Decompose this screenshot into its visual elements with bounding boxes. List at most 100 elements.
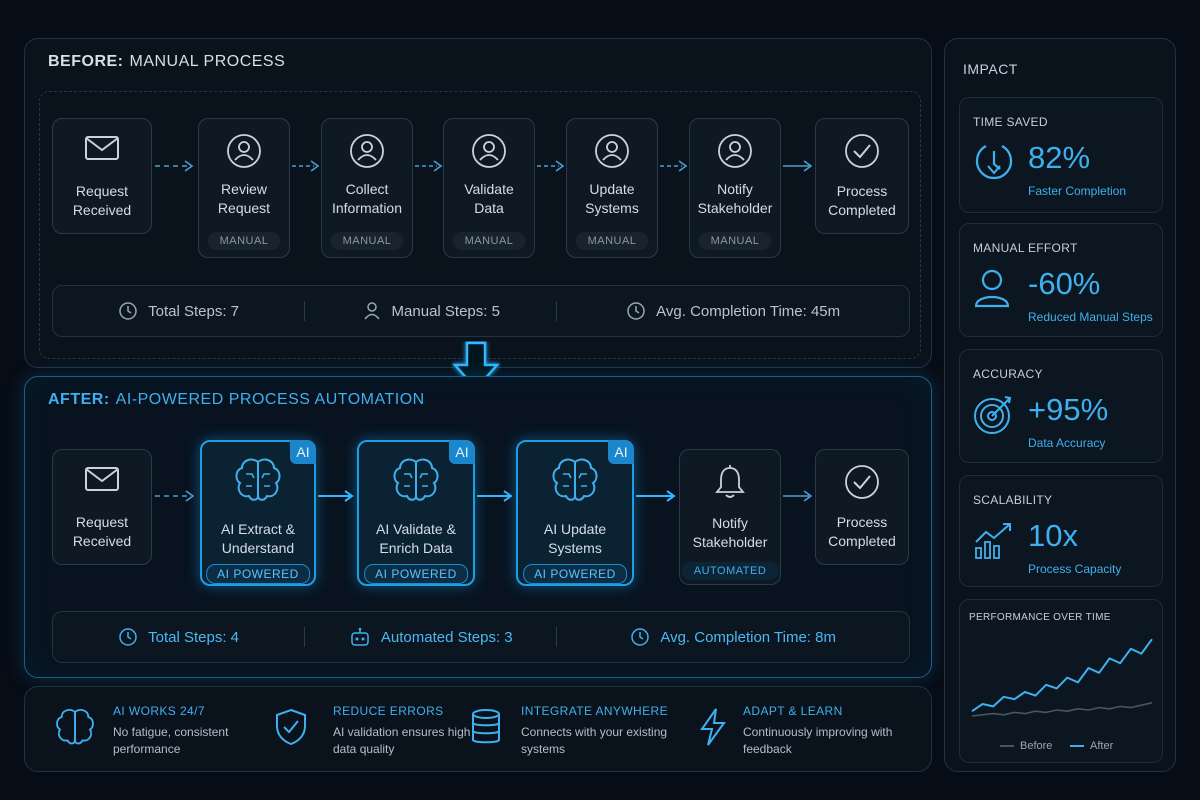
flow-arrow-icon: [477, 490, 513, 502]
benefit-integrate: INTEGRATE ANYWHERE Connects with your ex…: [468, 687, 688, 773]
ai-powered-tag: AI POWERED: [523, 564, 627, 584]
user-icon: [444, 133, 534, 173]
lightning-icon: [700, 708, 726, 746]
user-icon: [690, 133, 780, 173]
before-step-notify-stakeholder[interactable]: Notify Stakeholder MANUAL: [689, 118, 781, 258]
brain-icon: [359, 456, 473, 501]
after-step-ai-extract[interactable]: AI AI Extract & Understand AI POWERED: [200, 440, 316, 586]
brain-icon: [56, 709, 94, 745]
flow-arrow-icon: [292, 160, 320, 172]
performance-plot: [971, 638, 1153, 717]
flow-arrow-icon: [155, 160, 194, 172]
series-line-before: [971, 702, 1153, 717]
check-circle-icon: [816, 133, 908, 173]
step-label: Review Request: [217, 181, 271, 216]
user-icon: [567, 133, 657, 173]
manual-tag: MANUAL: [207, 232, 281, 250]
metric-scalability: SCALABILITY 10x Process Capacity: [959, 475, 1163, 587]
step-label: AI Extract & Understand: [221, 521, 295, 556]
user-icon: [322, 133, 412, 173]
flow-arrow-icon: [318, 490, 354, 502]
after-step-request-received[interactable]: Request Received: [52, 449, 152, 565]
growth-chart-icon: [975, 523, 1011, 559]
database-icon: [472, 709, 500, 744]
before-title: BEFORE:MANUAL PROCESS: [48, 53, 286, 70]
after-step-ai-update[interactable]: AI AI Update Systems AI POWERED: [516, 440, 634, 586]
benefits-panel: AI WORKS 24/7 No fatigue, consistent per…: [24, 686, 932, 772]
clock-down-icon: [975, 145, 1013, 180]
after-step-notify-stakeholder[interactable]: Notify Stakeholder AUTOMATED: [679, 449, 781, 585]
step-label: Process Completed: [828, 183, 896, 218]
automated-tag: AUTOMATED: [681, 562, 779, 580]
ai-badge: AI: [608, 440, 634, 464]
user-icon: [974, 269, 1010, 308]
before-panel: BEFORE:MANUAL PROCESS Request Received R…: [24, 38, 932, 368]
metric-manual-effort: MANUAL EFFORT -60% Reduced Manual Steps: [959, 223, 1163, 337]
ai-badge: AI: [449, 440, 475, 464]
metric-time-saved: TIME SAVED 82% Faster Completion: [959, 97, 1163, 213]
after-title: AFTER:AI-POWERED PROCESS AUTOMATION: [48, 391, 425, 408]
total-steps-stat: Total Steps: 4: [53, 627, 304, 647]
user-icon: [199, 133, 289, 173]
ai-powered-tag: AI POWERED: [364, 564, 468, 584]
after-stats-bar: Total Steps: 4 Automated Steps: 3 Avg. C…: [52, 611, 910, 663]
step-label: Notify Stakeholder: [697, 181, 773, 216]
mail-icon: [53, 464, 151, 504]
step-label: Update Systems: [585, 181, 639, 216]
clock-icon: [627, 302, 645, 320]
ai-powered-tag: AI POWERED: [206, 564, 310, 584]
automated-steps-stat: Automated Steps: 3: [305, 627, 556, 647]
ai-badge: AI: [290, 440, 316, 464]
step-label: Notify Stakeholder: [692, 515, 768, 550]
impact-panel: IMPACT TIME SAVED 82% Faster Completion …: [944, 38, 1176, 772]
total-steps-stat: Total Steps: 7: [53, 301, 304, 321]
after-step-ai-validate[interactable]: AI AI Validate & Enrich Data AI POWERED: [357, 440, 475, 586]
step-label: Collect Information: [331, 181, 403, 216]
flow-arrow-icon: [537, 160, 565, 172]
flow-arrow-icon: [783, 490, 813, 502]
robot-icon: [351, 627, 369, 646]
before-step-validate-data[interactable]: Validate Data MANUAL: [443, 118, 535, 258]
metric-accuracy: ACCURACY +95% Data Accuracy: [959, 349, 1163, 463]
series-line-after: [971, 638, 1153, 713]
step-label: Process Completed: [828, 514, 896, 549]
mail-icon: [53, 133, 151, 173]
clock-icon: [119, 302, 137, 320]
before-step-collect-information[interactable]: Collect Information MANUAL: [321, 118, 413, 258]
legend-after: After: [1070, 740, 1113, 752]
target-icon: [974, 396, 1012, 434]
flow-arrow-icon: [783, 160, 813, 172]
before-step-process-completed[interactable]: Process Completed: [815, 118, 909, 234]
flow-arrow-icon: [636, 490, 676, 502]
manual-steps-stat: Manual Steps: 5: [305, 301, 556, 321]
flow-arrow-icon: [660, 160, 688, 172]
clock-icon: [631, 628, 650, 646]
manual-tag: MANUAL: [330, 232, 404, 250]
before-step-request-received[interactable]: Request Received: [52, 118, 152, 234]
benefit-ai-works: AI WORKS 24/7 No fatigue, consistent per…: [53, 687, 253, 773]
before-step-update-systems[interactable]: Update Systems MANUAL: [566, 118, 658, 258]
impact-title: IMPACT: [963, 61, 1018, 77]
step-label: Request Received: [72, 514, 132, 549]
manual-tag: MANUAL: [452, 232, 526, 250]
clock-icon: [119, 628, 137, 646]
step-label: AI Validate & Enrich Data: [376, 521, 456, 556]
chart-title: PERFORMANCE OVER TIME: [969, 612, 1111, 623]
check-circle-icon: [816, 464, 908, 504]
after-step-process-completed[interactable]: Process Completed: [815, 449, 909, 565]
step-label: Validate Data: [464, 181, 514, 216]
performance-chart: PERFORMANCE OVER TIME Before After: [959, 599, 1163, 763]
flow-arrow-icon: [415, 160, 443, 172]
benefit-reduce-errors: REDUCE ERRORS AI validation ensures high…: [273, 687, 473, 773]
user-icon: [363, 302, 380, 320]
manual-tag: MANUAL: [698, 232, 772, 250]
benefit-adapt: ADAPT & LEARN Continuously improving wit…: [697, 687, 917, 773]
avg-time-stat: Avg. Completion Time: 8m: [557, 627, 909, 647]
step-label: AI Update Systems: [543, 521, 607, 556]
avg-time-stat: Avg. Completion Time: 45m: [557, 301, 909, 321]
after-panel: AFTER:AI-POWERED PROCESS AUTOMATION Requ…: [24, 376, 932, 678]
shield-check-icon: [276, 708, 306, 746]
before-step-review-request[interactable]: Review Request MANUAL: [198, 118, 290, 258]
manual-tag: MANUAL: [575, 232, 649, 250]
brain-icon: [518, 456, 632, 501]
